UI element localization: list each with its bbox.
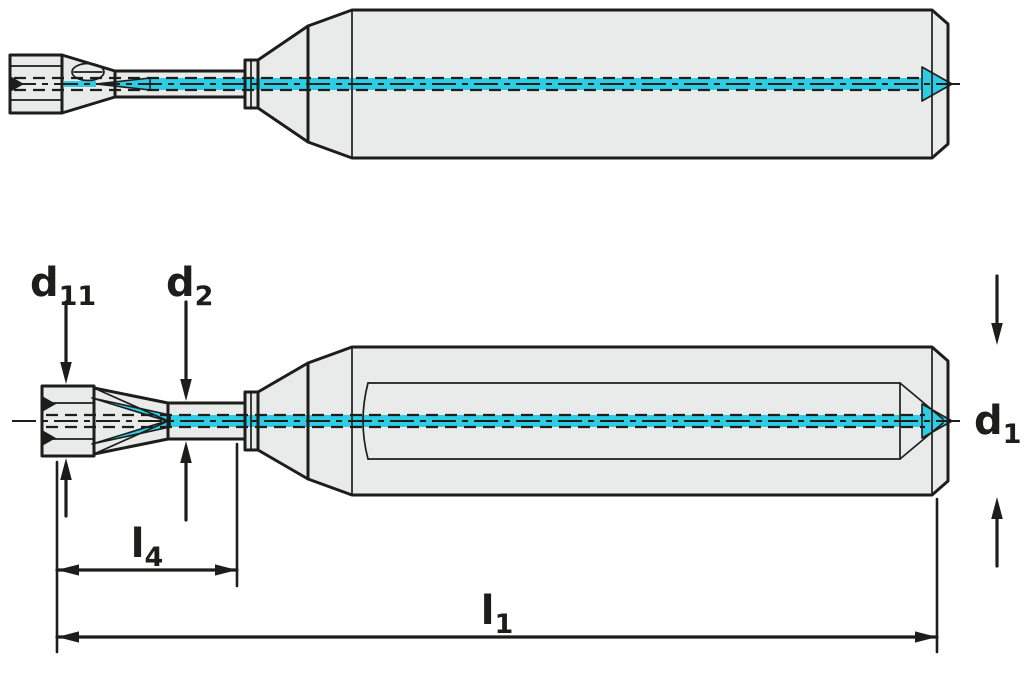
d2-arrow-up: [180, 441, 192, 463]
bottom-view: [12, 345, 962, 497]
bottom-coolant-channel: [91, 397, 953, 445]
label-l1: l1: [481, 588, 514, 640]
bottom-insert-tip-lower: [42, 430, 56, 446]
dimension-l4: l4: [55, 442, 239, 654]
dimension-l1: l1: [55, 497, 939, 654]
dimensions: d11 d2 d1 l4: [30, 260, 1021, 654]
dimension-d2: d2: [166, 260, 213, 522]
d2-arrow-down: [180, 379, 192, 401]
l1-arrow-right: [915, 631, 937, 643]
label-d1: d1: [974, 398, 1021, 450]
bottom-view-lines: [12, 413, 962, 429]
dimension-d1: d1: [974, 274, 1021, 568]
l1-arrow-left: [57, 631, 79, 643]
d1-arrow-down: [991, 323, 1003, 345]
bottom-insert-tip-upper: [42, 396, 56, 412]
label-d2: d2: [166, 260, 213, 312]
top-view-lines: [12, 76, 962, 92]
l4-arrow-left: [57, 564, 79, 576]
d11-arrow-down: [60, 362, 72, 384]
top-clamp-screw: [71, 62, 105, 82]
label-l4: l4: [131, 521, 164, 573]
l4-arrow-right: [215, 564, 237, 576]
top-view: [8, 8, 962, 160]
d1-arrow-up: [991, 497, 1003, 519]
label-d11: d11: [30, 260, 96, 312]
d11-arrow-up: [60, 458, 72, 480]
bottom-internal-bore: [362, 382, 944, 460]
dimension-d11: d11: [30, 260, 96, 518]
